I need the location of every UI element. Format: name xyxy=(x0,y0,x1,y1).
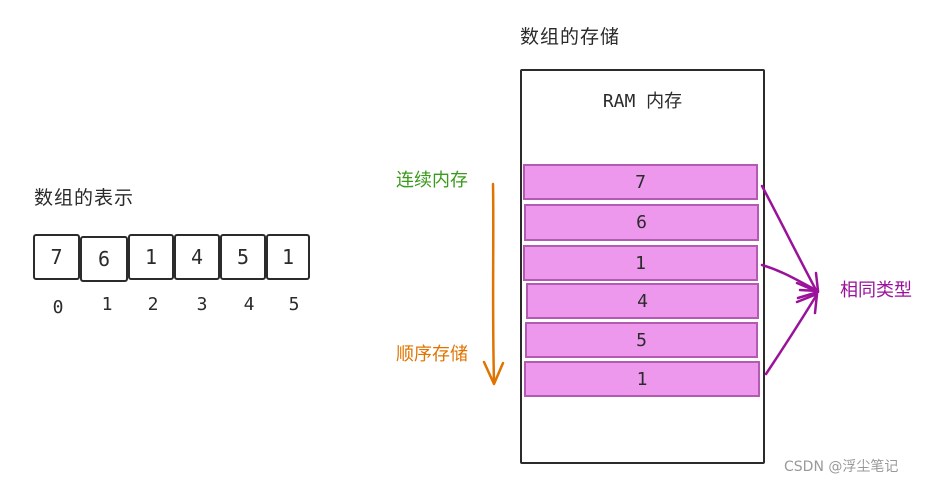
memory-cell: 4 xyxy=(526,283,759,319)
converging-arrows-icon xyxy=(760,184,820,376)
ram-label: RAM 内存 xyxy=(602,91,683,112)
array-element-box: 7 xyxy=(33,234,80,280)
array-storage-title: 数组的存储 xyxy=(520,26,621,48)
same-type-label: 相同类型 xyxy=(840,280,912,301)
array-representation-title: 数组的表示 xyxy=(34,187,135,209)
array-element-box: 1 xyxy=(266,234,310,280)
memory-cell: 5 xyxy=(525,322,758,358)
memory-cell: 1 xyxy=(524,361,760,397)
memory-cell: 7 xyxy=(523,164,758,200)
array-index-label: 4 xyxy=(243,294,255,315)
array-index-label: 0 xyxy=(52,297,64,318)
contiguous-memory-label: 连续内存 xyxy=(396,170,468,191)
array-index-label: 2 xyxy=(147,294,159,315)
down-arrow-icon xyxy=(482,182,505,386)
array-index-label: 1 xyxy=(101,294,113,315)
memory-cell: 1 xyxy=(523,245,758,281)
memory-cell: 6 xyxy=(524,204,759,241)
watermark: CSDN @浮尘笔记 xyxy=(784,459,899,475)
array-element-box: 1 xyxy=(128,234,174,280)
array-element-box: 5 xyxy=(220,234,266,280)
array-index-label: 3 xyxy=(196,294,208,315)
array-element-box: 6 xyxy=(80,236,128,282)
array-element-box: 4 xyxy=(174,234,220,280)
sequential-storage-label: 顺序存储 xyxy=(396,344,468,365)
array-index-label: 5 xyxy=(288,294,300,315)
